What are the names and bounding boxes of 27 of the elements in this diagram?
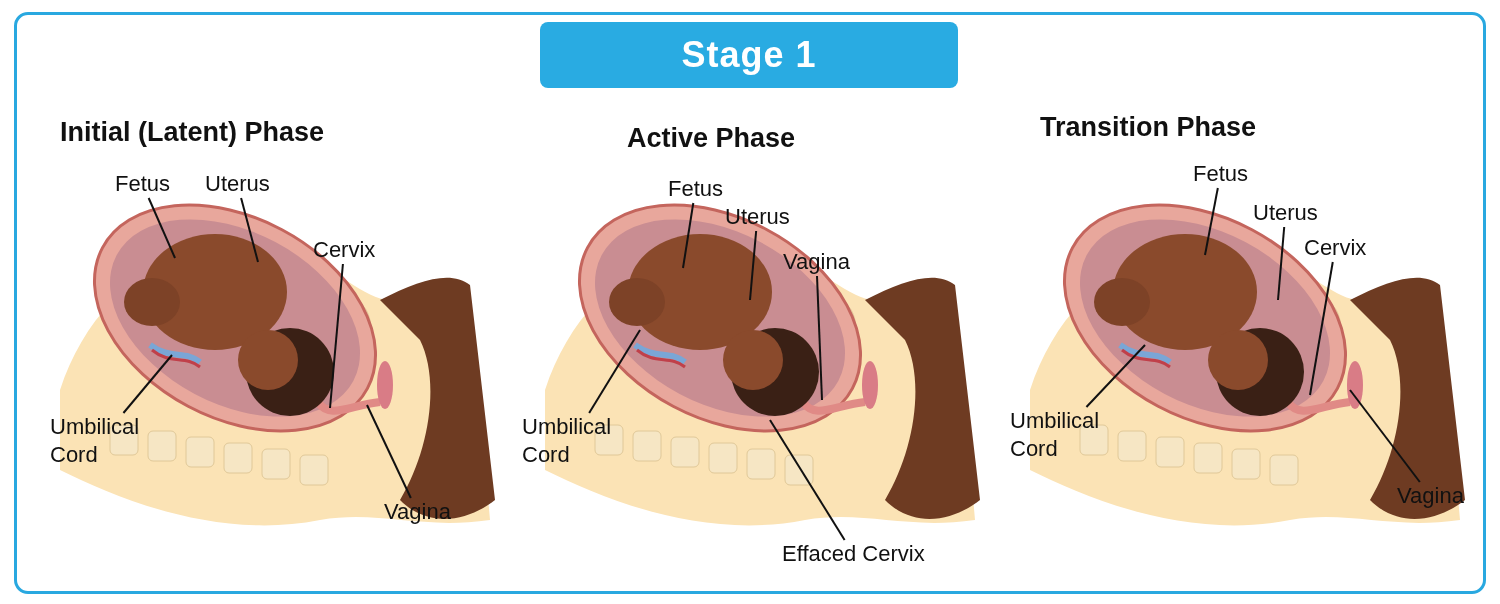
part-label: Fetus — [668, 175, 724, 203]
part-label: Uterus — [1253, 199, 1318, 227]
part-label: Uterus — [205, 170, 270, 198]
part-label: Umbilical Cord — [1010, 407, 1110, 463]
leader-line — [1349, 389, 1421, 483]
phase-heading: Initial (Latent) Phase — [60, 117, 325, 148]
leader-line — [366, 404, 412, 499]
part-label: Umbilical Cord — [522, 413, 622, 469]
leader-line — [749, 230, 758, 301]
part-label: Fetus — [1193, 160, 1249, 188]
leader-line — [816, 275, 823, 401]
phase-heading: Transition Phase — [1040, 112, 1257, 143]
title-banner: Stage 1 — [540, 22, 958, 88]
leader-line — [682, 202, 695, 269]
leader-line — [769, 419, 846, 541]
part-label: Fetus — [115, 170, 171, 198]
leader-line — [122, 354, 173, 414]
part-label: Cervix — [313, 236, 376, 264]
part-label: Vagina — [1397, 482, 1464, 510]
part-label: Umbilical Cord — [50, 413, 150, 469]
leader-line — [1085, 344, 1146, 408]
leader-line — [1204, 187, 1219, 256]
phase-heading: Active Phase — [627, 123, 796, 154]
part-label: Cervix — [1304, 234, 1367, 262]
leader-line — [1309, 261, 1334, 396]
leader-line — [588, 329, 641, 414]
part-label: Effaced Cervix — [782, 540, 925, 568]
